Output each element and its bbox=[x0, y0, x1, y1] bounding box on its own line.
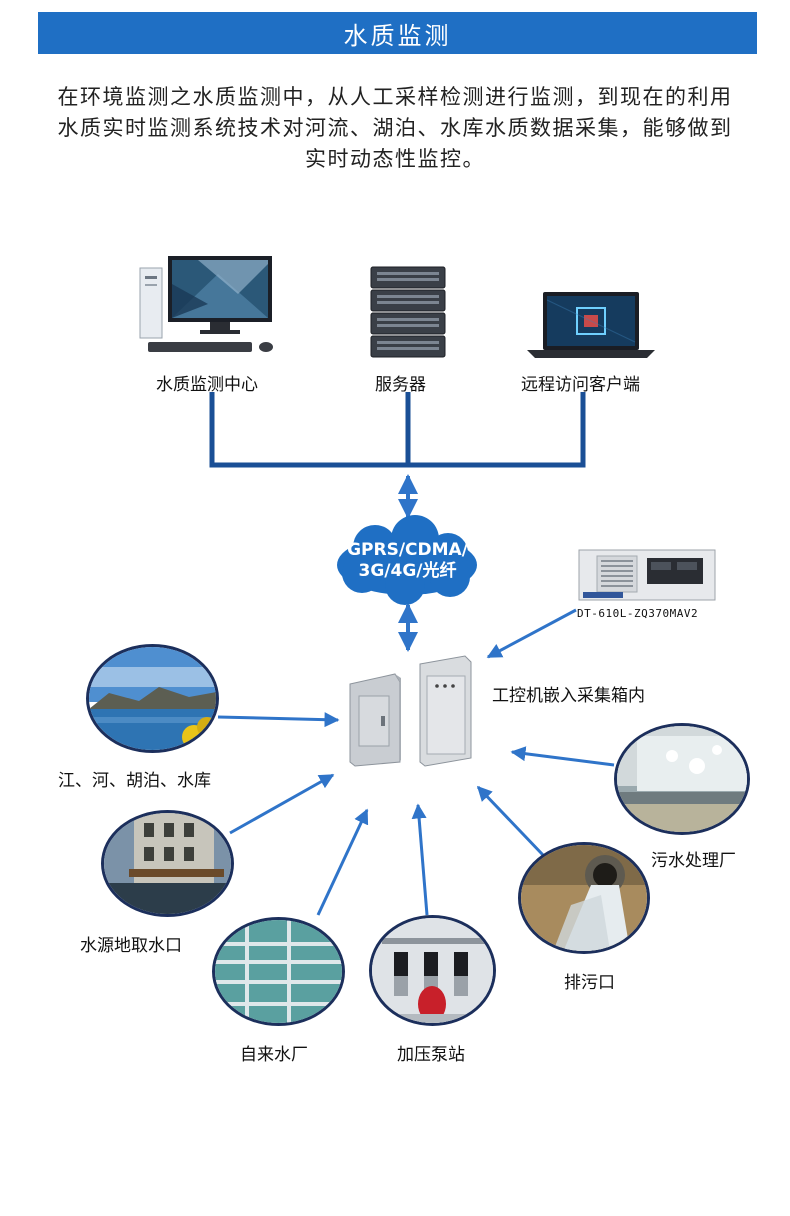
source-arrows bbox=[217, 608, 615, 916]
water-intake-label: 水源地取水口 bbox=[80, 936, 182, 956]
laptop-icon bbox=[527, 292, 655, 358]
desktop-computer-icon bbox=[139, 256, 273, 352]
monitoring-center-label: 水质监测中心 bbox=[156, 375, 258, 395]
remote-client-label: 远程访问客户端 bbox=[521, 375, 640, 395]
server-rack-icon bbox=[370, 266, 446, 358]
ipc-model-label: DT-610L-ZQ370MAV2 bbox=[577, 607, 699, 620]
pump-station-label: 加压泵站 bbox=[397, 1045, 465, 1065]
water-intake-image bbox=[101, 810, 234, 917]
network-line-1: GPRS/CDMA/ bbox=[347, 540, 468, 560]
network-line-2: 3G/4G/光纤 bbox=[358, 561, 457, 581]
waterworks-label: 自来水厂 bbox=[240, 1045, 308, 1065]
sewage-plant-label: 污水处理厂 bbox=[651, 851, 736, 871]
network-bus-lines bbox=[209, 392, 586, 468]
waterworks-image bbox=[212, 917, 345, 1026]
industrial-pc-icon bbox=[578, 549, 716, 601]
page-title: 水质监测 bbox=[38, 12, 757, 54]
pump-station-image bbox=[369, 915, 496, 1026]
sewage-plant-image bbox=[614, 723, 750, 835]
network-cloud-icon bbox=[337, 515, 477, 605]
outfall-label: 排污口 bbox=[564, 973, 615, 993]
server-label: 服务器 bbox=[375, 375, 426, 395]
river-lake-label: 江、河、胡泊、水库 bbox=[58, 771, 211, 791]
network-cloud-text: GPRS/CDMA/ 3G/4G/光纤 bbox=[330, 540, 485, 582]
intro-text: 在环境监测之水质监测中，从人工采样检测进行监测，到现在的利用水质实时监测系统技术… bbox=[57, 85, 733, 171]
collection-cabinets-icon bbox=[349, 655, 472, 767]
river-lake-image bbox=[86, 644, 219, 753]
outfall-image bbox=[518, 842, 650, 954]
ipc-caption-label: 工控机嵌入采集箱内 bbox=[492, 686, 645, 706]
